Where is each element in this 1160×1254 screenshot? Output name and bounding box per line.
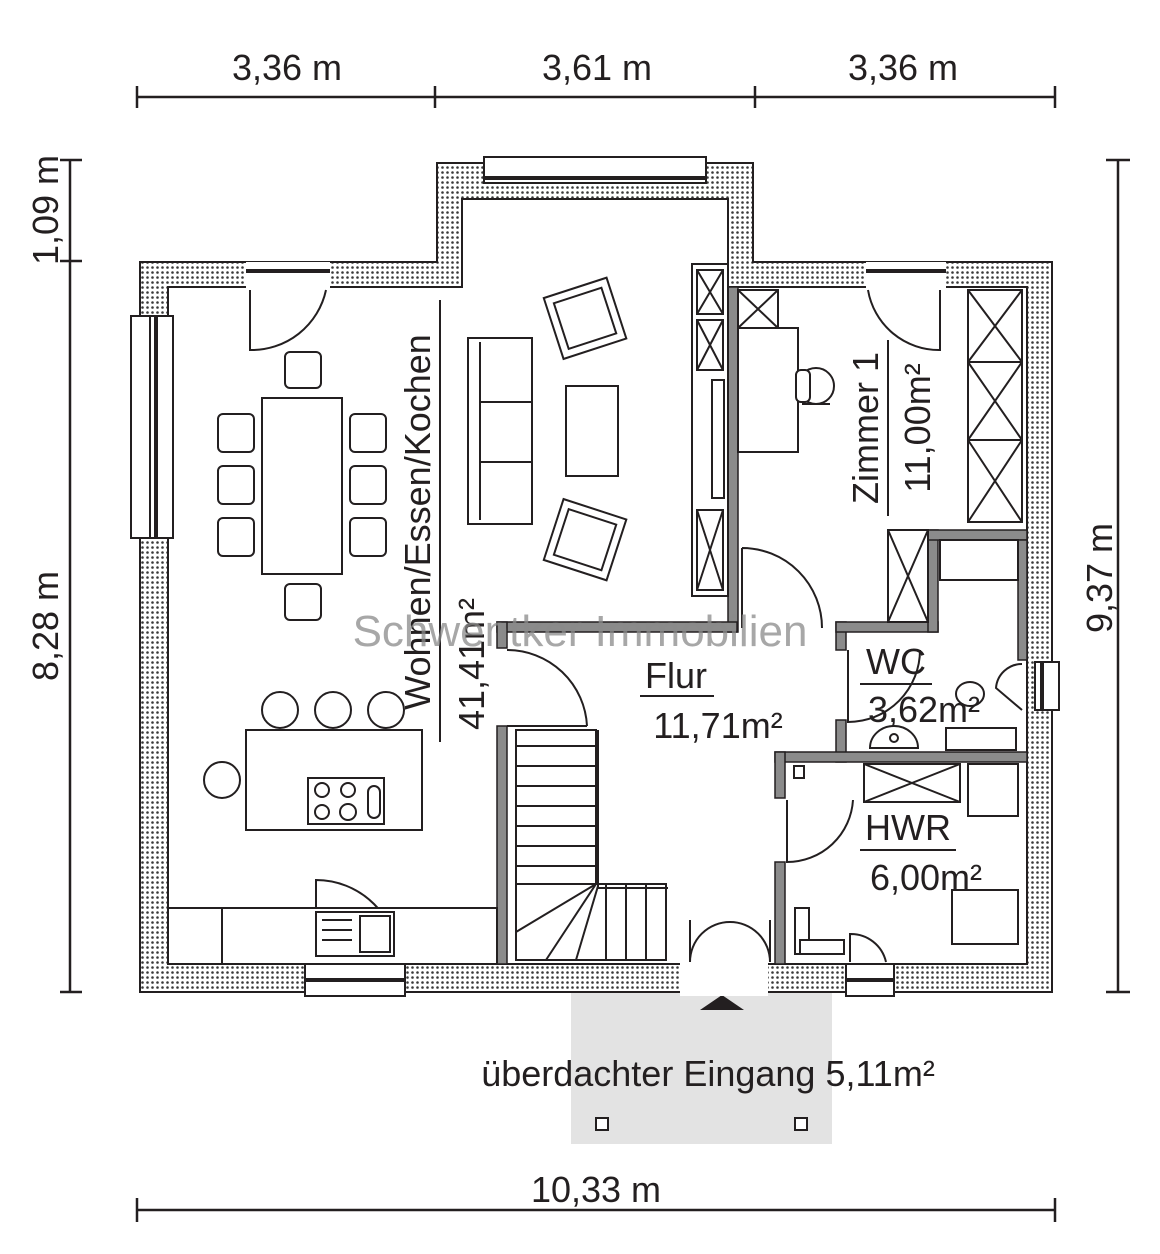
dim-left-top: 1,09 m (25, 155, 66, 265)
entrance-arrow-icon (700, 995, 744, 1010)
room-wc-name: WC (866, 641, 926, 682)
watermark: Schwentker Immobilien (353, 607, 808, 656)
dim-top-1: 3,36 m (232, 47, 342, 88)
dining-set (217, 351, 387, 621)
room-wohnen-area: 41,41m² (451, 598, 492, 730)
dim-right: 9,37 m (1079, 523, 1120, 633)
dim-top-3: 3,36 m (848, 47, 958, 88)
dim-left-main: 8,28 m (25, 571, 66, 681)
staircase (515, 729, 668, 961)
hwr-fixtures (793, 763, 1019, 955)
dim-bottom: 10,33 m (531, 1169, 661, 1210)
dimension-bottom: 10,33 m (135, 1169, 1057, 1222)
dimension-left: 1,09 m 8,28 m (25, 155, 82, 994)
room-zimmer1-name: Zimmer 1 (845, 352, 886, 504)
room-wohnen-name: Wohnen/Essen/Kochen (397, 334, 438, 710)
living-furniture (467, 263, 729, 597)
room-flur-name: Flur (645, 655, 707, 696)
windows (130, 156, 1060, 997)
dimension-right: 9,37 m (1079, 158, 1130, 994)
desk-chair-icon (795, 367, 835, 405)
room-flur-area: 11,71m² (653, 705, 782, 746)
dim-top-2: 3,61 m (542, 47, 652, 88)
room-labels: Wohnen/Essen/Kochen 41,41m² Zimmer 1 11,… (397, 300, 982, 898)
kitchen-island (203, 691, 423, 831)
wc-fixtures (868, 539, 1019, 751)
doors (249, 289, 1023, 963)
room-hwr-area: 6,00m² (870, 857, 982, 898)
room-wc-area: 3,62m² (868, 689, 980, 730)
room-zimmer1-area: 11,00m² (897, 363, 938, 492)
toilet-icon (955, 681, 985, 707)
entrance-label: überdachter Eingang 5,11m² (481, 1053, 935, 1094)
zimmer1-furniture (737, 289, 1023, 623)
covered-entrance: überdachter Eingang 5,11m² (481, 992, 935, 1144)
room-hwr-name: HWR (865, 807, 951, 848)
kitchen-counter (167, 907, 498, 965)
dimension-top: 3,36 m 3,61 m 3,36 m (135, 47, 1057, 108)
